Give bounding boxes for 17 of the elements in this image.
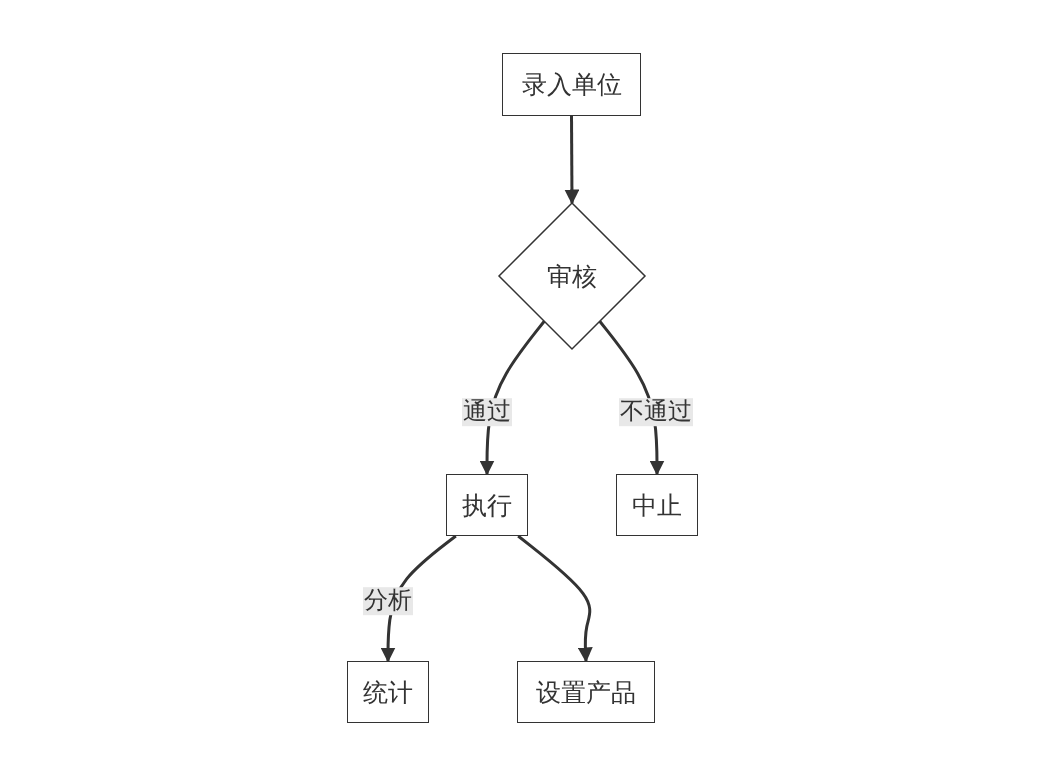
edge-label: 不通过	[619, 398, 693, 426]
process-box	[446, 474, 528, 536]
process-box	[347, 661, 429, 723]
node-label: 审核	[547, 260, 597, 293]
node-label: 执行	[462, 489, 512, 522]
decision-diamond	[499, 203, 645, 349]
process-box	[517, 661, 655, 723]
node-label: 设置产品	[536, 676, 636, 709]
arrow	[564, 116, 580, 205]
process-box	[502, 53, 641, 116]
node-label: 录入单位	[521, 69, 622, 101]
edge-label: 分析	[363, 587, 413, 615]
node-label: 中止	[632, 489, 682, 522]
process-box	[616, 474, 698, 536]
arrow	[517, 534, 593, 663]
node-label: 统计	[363, 676, 413, 709]
edge-label: 通过	[462, 398, 512, 426]
